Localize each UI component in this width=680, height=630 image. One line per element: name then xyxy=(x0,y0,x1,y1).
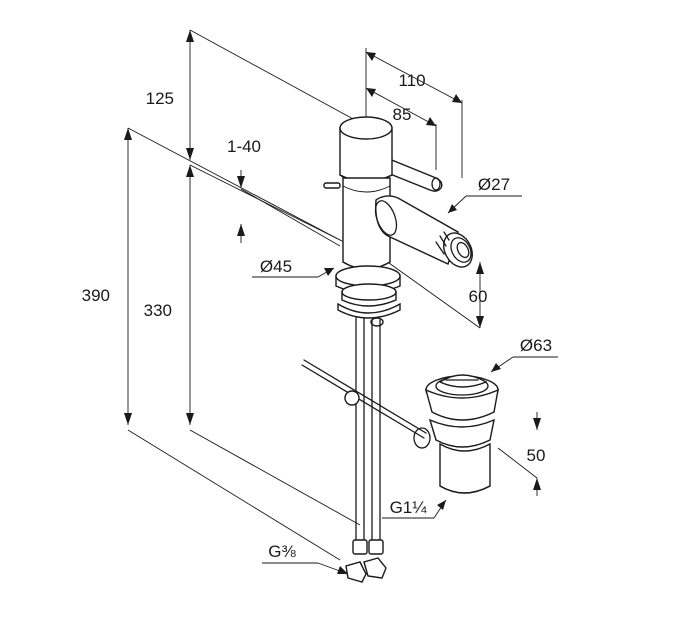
side-pin xyxy=(323,182,341,189)
dim-50: 50 xyxy=(527,446,546,465)
supply-hoses xyxy=(345,317,387,583)
mixer-cap xyxy=(339,116,393,184)
dim-1-40: 1-40 xyxy=(227,137,261,156)
spout xyxy=(374,195,459,265)
dim-diameter-45: Ø45 xyxy=(260,257,292,276)
dimension-arrows xyxy=(124,30,541,574)
aerator xyxy=(435,231,473,268)
dim-diameter-63: Ø63 xyxy=(520,336,552,355)
thread-g1-1-4: G1¼ xyxy=(390,498,428,517)
base-rings xyxy=(335,265,401,327)
waste-drain xyxy=(413,374,499,494)
dim-125: 125 xyxy=(146,89,174,108)
thread-g3-8: G⅜ xyxy=(268,542,296,561)
popup-rod xyxy=(301,359,427,439)
dim-110: 110 xyxy=(398,71,425,90)
dim-390: 390 xyxy=(82,286,110,305)
faucet-assembly xyxy=(301,116,499,583)
dim-60: 60 xyxy=(469,287,488,306)
dim-330: 330 xyxy=(144,301,172,320)
dim-diameter-27: Ø27 xyxy=(478,175,510,194)
dimension-lines xyxy=(127,29,558,575)
dimension-labels: 125 110 85 1-40 Ø27 Ø45 60 390 330 Ø63 5… xyxy=(82,71,552,561)
dim-85: 85 xyxy=(393,105,412,124)
